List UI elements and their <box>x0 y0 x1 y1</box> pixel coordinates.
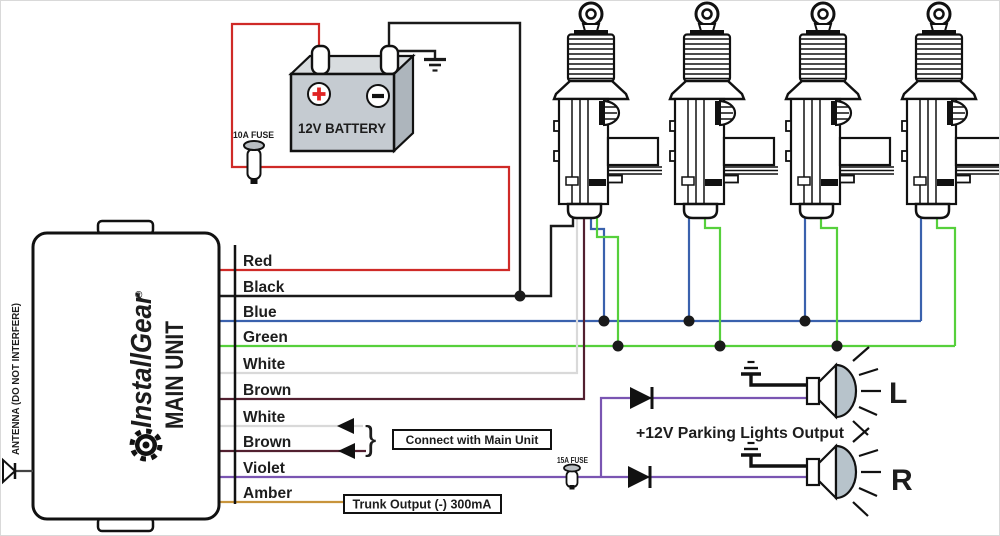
wire-green <box>220 214 957 348</box>
parking-light-left <box>739 345 883 437</box>
diode-icon <box>630 387 654 409</box>
fuse-15a: 15A FUSE <box>557 456 589 490</box>
brand-registered-mark: ® <box>135 290 143 301</box>
wire-violet <box>220 396 807 479</box>
brace: } <box>365 420 376 458</box>
parking-lights-caption: +12V Parking Lights Output <box>636 425 845 442</box>
fuse-10a-body <box>246 148 262 180</box>
diode-icon <box>628 466 652 488</box>
door-lock-actuator-2 <box>668 1 780 220</box>
wire-label-green: Green <box>243 329 288 346</box>
gear-icon <box>129 428 163 462</box>
connect-note-box <box>392 429 552 450</box>
wire-red <box>220 22 511 272</box>
trunk-note-text: Trunk Output (-) 300mA <box>353 498 492 512</box>
wire-label-brown-2: Brown <box>243 434 291 451</box>
brand-logo: InstallGear <box>126 292 158 428</box>
fuse-15a-cap <box>563 463 581 473</box>
fuse-15a-tip <box>569 485 575 490</box>
parking-light-left-label: L <box>889 377 907 410</box>
junction-dots <box>514 290 843 352</box>
wire-brown-1 <box>220 214 586 401</box>
fuse-10a-tip <box>250 178 258 184</box>
fuse-10a: 10A FUSE <box>233 130 274 184</box>
antenna-icon <box>2 457 33 485</box>
connect-note: Connect with Main Unit <box>392 429 552 450</box>
wire-white-1 <box>220 214 579 375</box>
fuse-10a-label: 10A FUSE <box>233 130 274 140</box>
wire-black <box>220 21 575 298</box>
battery-label: 12V BATTERY <box>298 120 387 136</box>
wire-label-brown-1: Brown <box>243 382 291 399</box>
wire-label-black: Black <box>243 279 285 296</box>
wire-label-white-2: White <box>243 409 286 426</box>
trunk-note-box <box>343 494 502 514</box>
door-lock-actuator-3 <box>784 1 896 220</box>
main-unit: InstallGear ® MAIN UNIT ANTENNA (DO NOT … <box>2 219 237 533</box>
fuse-15a-body <box>565 470 579 488</box>
wire-label-blue: Blue <box>243 304 277 321</box>
wire-blue <box>220 214 923 323</box>
wire-label-amber: Amber <box>243 485 292 502</box>
connect-note-text: Connect with Main Unit <box>406 433 539 447</box>
main-unit-title: MAIN UNIT <box>161 321 189 429</box>
fuse-15a-label: 15A FUSE <box>557 456 589 465</box>
arrow-left-icon <box>338 443 355 459</box>
arrow-left-icon <box>337 418 354 434</box>
trunk-note: Trunk Output (-) 300mA <box>343 494 502 514</box>
fuse-10a-cap <box>243 140 265 151</box>
antenna-label: ANTENNA (DO NOT INTERFERE) <box>10 303 22 455</box>
door-lock-actuator-1 <box>552 1 664 220</box>
wire-label-white-1: White <box>243 356 286 373</box>
battery-ground-icon <box>424 57 446 72</box>
battery-post-negative <box>379 44 400 76</box>
battery: 12V BATTERY <box>288 44 416 154</box>
plus-icon <box>312 87 326 101</box>
door-lock-actuator-4 <box>900 1 999 220</box>
wire-label-violet: Violet <box>243 460 285 477</box>
wire-label-red: Red <box>243 253 272 270</box>
main-unit-box <box>31 231 221 521</box>
parking-light-right-label: R <box>891 464 913 497</box>
battery-post-positive <box>310 44 331 76</box>
